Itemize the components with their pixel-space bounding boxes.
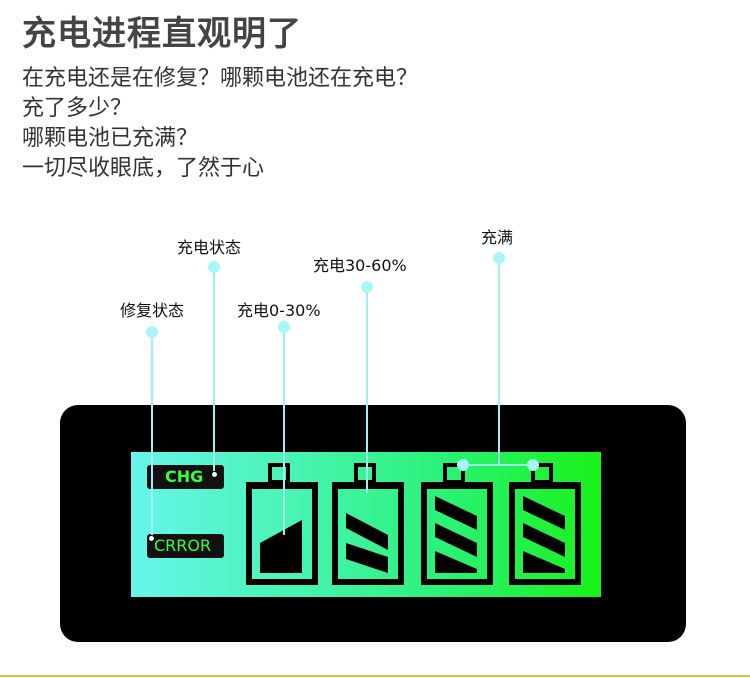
callout-charge-30-60: 充电30-60% <box>313 256 407 275</box>
charge-30-60-dot <box>361 281 373 293</box>
error-anchor-ring <box>148 535 155 542</box>
charge-0-30-leader-line <box>283 327 285 535</box>
description-line-3: 哪颗电池已充满？ <box>22 126 199 151</box>
callout-charge-0-30: 充电0-30% <box>237 301 321 320</box>
callout-full: 充满 <box>481 228 514 247</box>
chg-anchor-ring <box>211 471 218 478</box>
callout-charging-status: 充电状态 <box>177 238 242 257</box>
battery-3-icon <box>421 463 493 585</box>
repair-status-leader-line <box>151 332 153 538</box>
error-indicator: CRROR <box>147 534 224 558</box>
battery-4-icon <box>509 463 581 585</box>
battery-1-icon <box>246 463 318 585</box>
page-title: 充电进程直观明了 <box>22 14 302 54</box>
charging-status-leader-line <box>213 267 215 474</box>
bottom-divider <box>0 675 750 677</box>
description-line-2: 充了多少？ <box>22 96 133 121</box>
battery-1-fill <box>260 520 302 573</box>
charge-30-60-leader-line <box>366 287 368 493</box>
full-branch-line <box>462 464 534 466</box>
full-leader-line <box>498 258 500 465</box>
callout-repair-status: 修复状态 <box>120 301 185 320</box>
charging-status-dot <box>208 261 220 273</box>
full-dot <box>493 252 505 264</box>
repair-status-dot <box>146 326 158 338</box>
charge-0-30-dot <box>278 321 290 333</box>
description-line-4: 一切尽收眼底，了然于心 <box>22 156 265 181</box>
description-line-1: 在充电还是在修复？哪颗电池还在充电？ <box>22 66 419 91</box>
full-dot-left <box>457 459 469 471</box>
battery-2-icon <box>332 463 404 585</box>
full-dot-right <box>527 459 539 471</box>
